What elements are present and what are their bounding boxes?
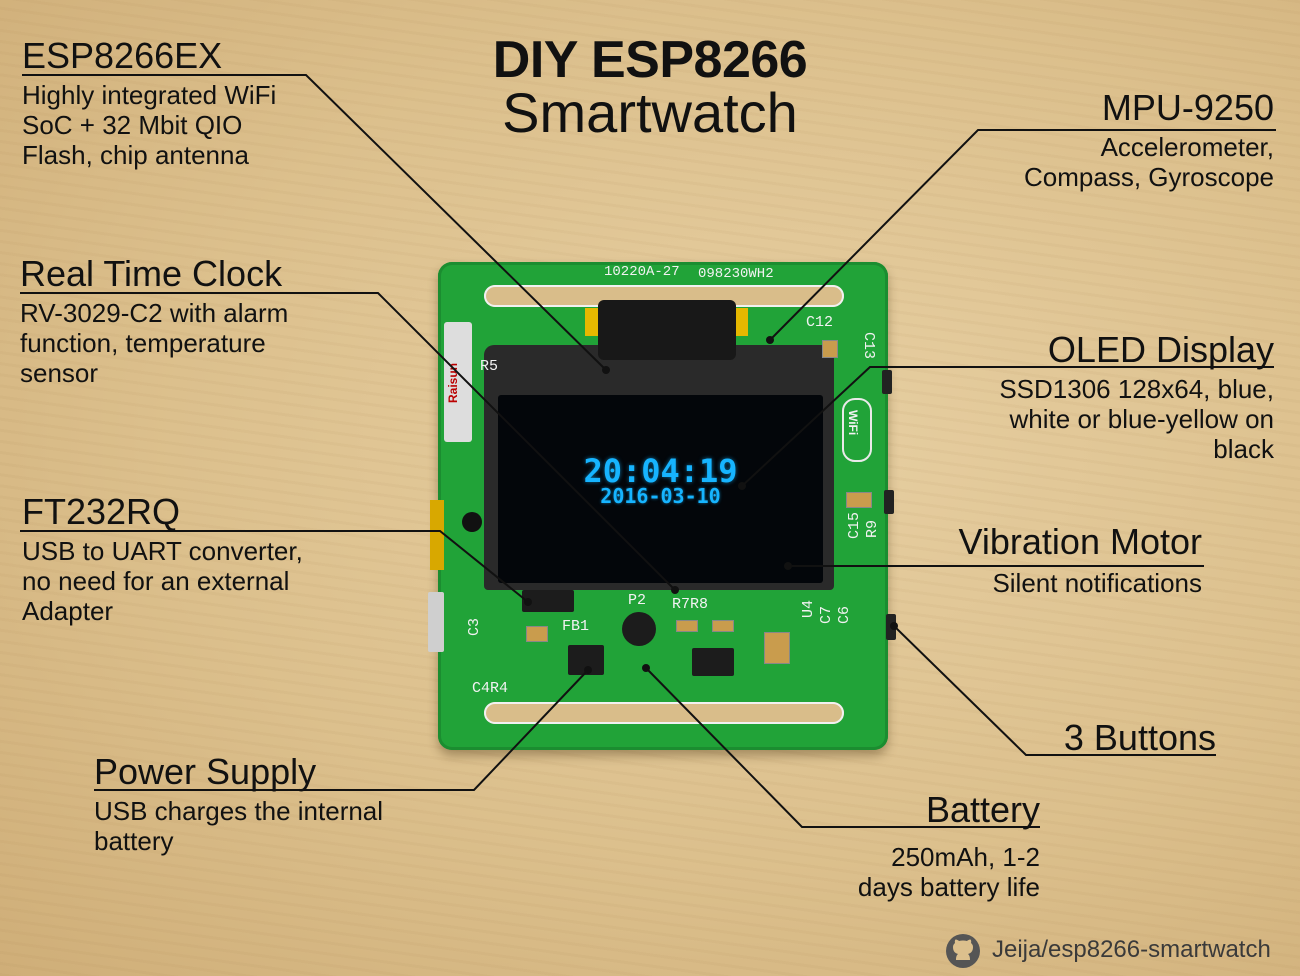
- callout-oled-display: OLED Display SSD1306 128x64, blue, white…: [924, 329, 1274, 465]
- resistor-2: [676, 620, 698, 632]
- callout-vibration-motor-line: Silent notifications: [992, 568, 1202, 598]
- dot-buttons: [890, 622, 898, 630]
- oled-ribbon: [598, 300, 736, 360]
- ft232-chip: [522, 590, 574, 612]
- callout-mpu9250: MPU-9250 Accelerometer, Compass, Gyrosco…: [926, 87, 1274, 193]
- strap-slot-top: [484, 285, 844, 307]
- callout-rtc-line: function, temperature: [20, 328, 266, 358]
- callout-battery: Battery 250mAh, 1-2 days battery life: [800, 789, 1040, 903]
- callout-esp8266-heading: ESP8266EX: [22, 35, 223, 76]
- callout-power-supply: Power Supply USB charges the internal ba…: [94, 751, 454, 857]
- capacitor-c12: [822, 340, 838, 358]
- callout-battery-line: days battery life: [857, 872, 1040, 902]
- dot-esp: [602, 366, 610, 374]
- side-button-top: [882, 370, 892, 394]
- leader-oled: [741, 366, 1274, 487]
- side-button-middle: [884, 490, 894, 514]
- callout-vibration-motor: Vibration Motor Silent notifications: [900, 521, 1202, 599]
- capacitor-c15: [846, 492, 872, 508]
- mounting-hole: [462, 512, 482, 532]
- resistor: [526, 626, 548, 642]
- leader-power: [94, 669, 589, 791]
- silkscreen-code-2: 098230WH2: [698, 266, 774, 282]
- callout-rtc-line: sensor: [20, 358, 99, 388]
- callout-ft232rq: FT232RQ USB to UART converter, no need f…: [22, 491, 382, 627]
- leader-buttons: [893, 625, 1216, 756]
- wifi-logo: [842, 398, 872, 462]
- callout-esp8266-line: Highly integrated WiFi: [22, 80, 277, 110]
- title-line2: Smartwatch: [502, 81, 798, 144]
- resistor-3: [712, 620, 734, 632]
- callout-esp8266: ESP8266EX Highly integrated WiFi SoC + 3…: [22, 35, 342, 171]
- leader-ft232: [20, 530, 529, 603]
- dot-battery: [642, 664, 650, 672]
- silk-p2: P2: [628, 592, 647, 609]
- leader-mpu: [769, 129, 1276, 341]
- callout-ft232rq-line: USB to UART converter,: [22, 536, 303, 566]
- callout-rtc: Real Time Clock RV-3029-C2 with alarm fu…: [20, 253, 360, 389]
- silk-fb1: FB1: [562, 618, 590, 635]
- strap-slot-bottom: [484, 702, 844, 724]
- title-line1: DIY ESP8266: [492, 31, 808, 89]
- silk-c13: C13: [860, 332, 877, 360]
- callout-esp8266-line: Flash, chip antenna: [22, 140, 249, 170]
- silk-r7r8: R7R8: [672, 596, 709, 613]
- callout-buttons: 3 Buttons: [1000, 718, 1216, 758]
- callout-rtc-line: RV-3029-C2 with alarm: [20, 298, 289, 328]
- mosfet: [692, 648, 734, 676]
- callout-oled-display-heading: OLED Display: [1047, 329, 1274, 370]
- vibration-motor-part: [622, 612, 656, 646]
- callout-ft232rq-line: no need for an external: [22, 566, 290, 596]
- callout-esp8266-line: SoC + 32 Mbit QIO: [22, 110, 243, 140]
- oled-time: 20:04:19: [583, 452, 738, 490]
- battery-tab: [430, 500, 444, 570]
- callout-oled-display-line: white or blue-yellow on: [1009, 404, 1274, 434]
- wifi-logo-text: WiFi: [846, 410, 860, 436]
- callout-mpu9250-line: Compass, Gyroscope: [1024, 162, 1274, 192]
- silkscreen-code: 10220A-27: [604, 264, 680, 280]
- capacitor: [764, 632, 790, 664]
- callout-mpu9250-heading: MPU-9250: [1101, 87, 1274, 128]
- dot-power: [584, 666, 592, 674]
- dot-rtc: [671, 586, 679, 594]
- dot-oled: [738, 482, 746, 490]
- callout-power-supply-heading: Power Supply: [94, 751, 317, 792]
- dot-ft232: [524, 598, 532, 606]
- usb-connector: [428, 592, 444, 652]
- callout-mpu9250-line: Accelerometer,: [1100, 132, 1274, 162]
- github-icon: [946, 934, 980, 968]
- leader-esp: [22, 74, 607, 371]
- callout-ft232rq-heading: FT232RQ: [22, 491, 181, 532]
- callout-power-supply-line: battery: [94, 826, 174, 856]
- callout-rtc-heading: Real Time Clock: [20, 253, 283, 294]
- callout-buttons-heading: 3 Buttons: [1063, 717, 1216, 758]
- silk-c4r4: C4R4: [472, 680, 509, 697]
- callout-oled-display-line: black: [1213, 434, 1274, 464]
- dot-mpu: [766, 336, 774, 344]
- callout-vibration-motor-heading: Vibration Motor: [958, 521, 1202, 562]
- dot-motor: [784, 562, 792, 570]
- leader-rtc: [20, 292, 676, 591]
- callout-battery-line: 250mAh, 1-2: [891, 842, 1040, 872]
- leader-battery: [645, 667, 1040, 828]
- callout-oled-display-line: SSD1306 128x64, blue,: [999, 374, 1274, 404]
- silk-c12: C12: [806, 314, 834, 331]
- callout-battery-heading: Battery: [925, 789, 1040, 830]
- footer-repo-link[interactable]: Jeija/esp8266-smartwatch: [992, 936, 1271, 963]
- callout-ft232rq-line: Adapter: [22, 596, 114, 626]
- callout-power-supply-line: USB charges the internal: [94, 796, 384, 826]
- oled-screen: [498, 395, 823, 583]
- oled-date: 2016-03-10: [600, 484, 721, 508]
- silk-r5: R5: [480, 358, 499, 375]
